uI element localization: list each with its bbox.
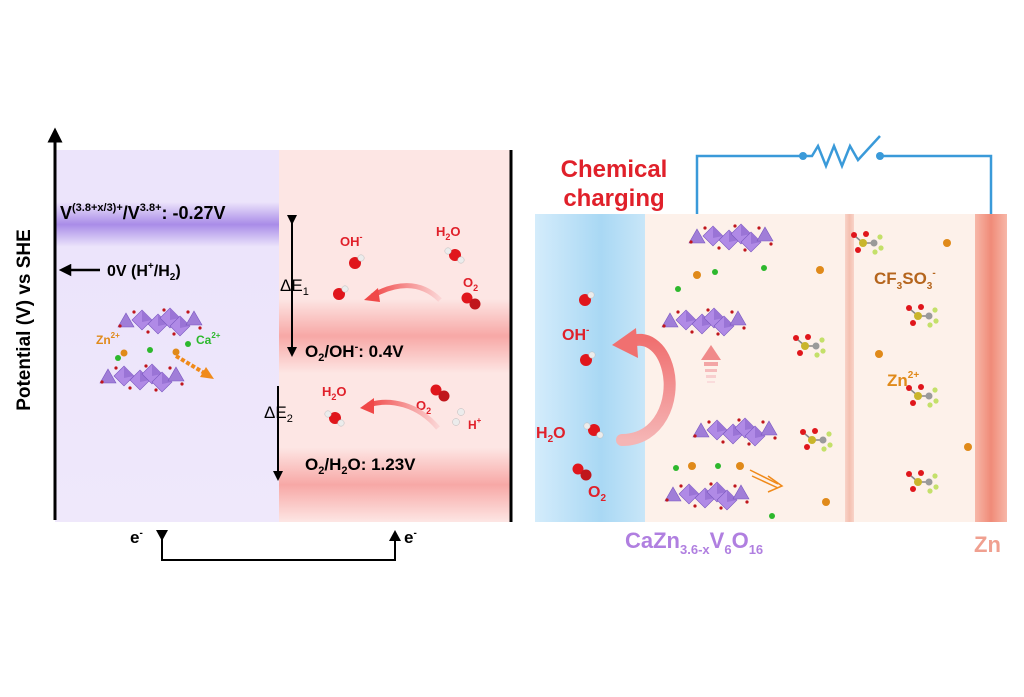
resistor-icon bbox=[803, 135, 881, 170]
zn-ion-icon-8 bbox=[943, 239, 951, 247]
ca-ion-icon-6 bbox=[675, 286, 681, 292]
ion-extraction-arrow-icon bbox=[701, 345, 721, 383]
o2-h2o-potential-label: O2/H2O: 1.23V bbox=[305, 455, 416, 477]
reaction-arrow-lower-icon bbox=[367, 399, 440, 430]
external-circuit-wire bbox=[695, 154, 803, 214]
terminal-icon-2 bbox=[876, 152, 884, 160]
zn-ion-label: Zn2+ bbox=[96, 331, 120, 347]
chemical-charging-arrow-icon bbox=[616, 333, 676, 446]
oxygen-region bbox=[279, 150, 511, 522]
y-axis-label: Potential (V) vs SHE bbox=[14, 229, 35, 411]
ion-migration-arrowhead-icon bbox=[200, 367, 214, 379]
ca-ion-icon bbox=[115, 355, 121, 361]
zn-migration-arrowhead-icon bbox=[767, 475, 784, 493]
ca-ion-icon-2 bbox=[147, 347, 153, 353]
zn-ion-label-right: Zn2+ bbox=[887, 370, 919, 390]
h-plus-label: H+ bbox=[468, 416, 482, 432]
cathode-formula-label: CaZn3.6-xV6O16 bbox=[625, 528, 763, 557]
electron-arrowhead-down-icon bbox=[156, 530, 168, 541]
zn-migration-arrow-icon-2 bbox=[751, 475, 779, 489]
zn-ion-icon-7 bbox=[822, 498, 830, 506]
zn-ion-icon-5 bbox=[688, 462, 696, 470]
triflate-label: CF3SO3- bbox=[874, 268, 936, 292]
h2o-label-top: H2O bbox=[436, 224, 461, 242]
o2-label-top: O2 bbox=[463, 275, 478, 293]
ca-ion-icon-3 bbox=[185, 341, 191, 347]
reaction-arrowhead-lower-icon bbox=[360, 398, 374, 414]
zn-ion-icon-6 bbox=[736, 462, 744, 470]
delta-e1-label: ΔE1 bbox=[280, 276, 309, 298]
ca-ion-label: Ca2+ bbox=[196, 331, 221, 347]
zn-ion-icon-9 bbox=[875, 350, 883, 358]
chemical-charging-arrowhead-icon bbox=[612, 328, 638, 358]
ca-ion-icon-7 bbox=[673, 465, 679, 471]
o2-oh-potential-label: O2/OH-: 0.4V bbox=[305, 341, 404, 364]
electron-arrowhead-up-icon bbox=[389, 530, 401, 541]
vanadium-potential-label: V(3.8+x/3)+/V3.8+: -0.27V bbox=[60, 202, 226, 223]
left-panel: Potential (V) vs SHE V(3.8+x/3)+/V3.8+: … bbox=[14, 127, 513, 561]
external-circuit-wire-2 bbox=[880, 154, 993, 214]
right-panel: Chemical charging OH- H2O O2 bbox=[535, 135, 1007, 557]
oh-label: OH- bbox=[340, 232, 363, 249]
zn-ion-icon bbox=[120, 349, 128, 357]
zinc-anode bbox=[975, 214, 1007, 522]
ca-ion-icon-5 bbox=[761, 265, 767, 271]
zn-ion-icon-4 bbox=[816, 266, 824, 274]
ca-ion-icon-9 bbox=[769, 513, 775, 519]
h2o-label-bottom: H2O bbox=[322, 384, 347, 402]
delta-e2-label: ΔE2 bbox=[264, 403, 293, 425]
electron-label-left: e- bbox=[130, 528, 143, 547]
zinc-anode-label: Zn bbox=[974, 532, 1001, 557]
proton-icon bbox=[457, 408, 465, 416]
separator bbox=[845, 214, 854, 522]
hydrogen-ref-label: 0V (H+/H2) bbox=[107, 261, 181, 283]
o2-label-bottom: O2 bbox=[416, 398, 431, 416]
chemical-charging-title-2: charging bbox=[563, 185, 664, 212]
zn-ion-icon-10 bbox=[964, 443, 972, 451]
chemical-charging-title: Chemical bbox=[561, 156, 668, 183]
electron-circuit-line bbox=[161, 538, 396, 561]
zn-ion-icon-3 bbox=[693, 271, 701, 279]
reaction-arrowhead-upper-icon bbox=[364, 288, 380, 302]
oxygen-water-region bbox=[535, 214, 645, 522]
zn-ion-icon-2 bbox=[172, 348, 180, 356]
oh-label-right: OH- bbox=[562, 325, 589, 344]
zn-migration-arrow-icon bbox=[749, 469, 779, 485]
ca-ion-icon-4 bbox=[712, 269, 718, 275]
o2-label-right: O2 bbox=[588, 484, 606, 504]
ca-ion-icon-8 bbox=[715, 463, 721, 469]
vanadium-region bbox=[55, 150, 279, 522]
h2o-label-right: H2O bbox=[536, 425, 566, 445]
proton-icon-2 bbox=[452, 418, 460, 426]
electron-label-right: e- bbox=[404, 528, 417, 547]
